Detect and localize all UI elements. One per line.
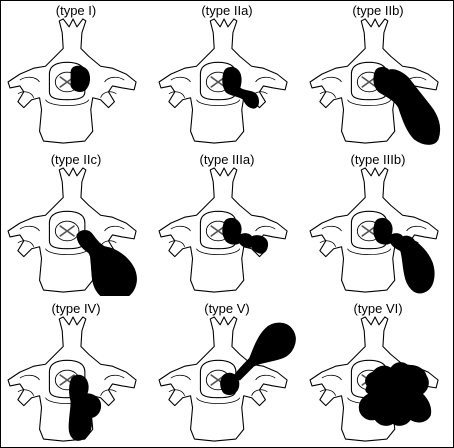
tumor-shape xyxy=(68,374,102,441)
vertebra-diagram xyxy=(305,17,451,147)
vertebra-diagram xyxy=(3,17,149,147)
tumor-shape xyxy=(70,65,91,92)
vertebra-diagram xyxy=(305,166,451,296)
panel-type-vi: (type VI) xyxy=(303,299,453,447)
tumor-shape xyxy=(358,362,432,426)
tumor-shape xyxy=(373,217,435,294)
vertebra-diagram xyxy=(3,315,149,445)
panel-label: (type IIc) xyxy=(50,152,102,167)
panel-label: (type IIIb) xyxy=(350,152,406,167)
panel-label: (type VI) xyxy=(353,301,403,316)
tumor-shape xyxy=(222,66,260,109)
panel-type-iic: (type IIc) xyxy=(1,150,151,298)
panel-label: (type IIIa) xyxy=(199,152,255,167)
panel-label: (type IIa) xyxy=(201,3,253,18)
panel-type-iib: (type IIb) xyxy=(303,1,453,149)
vertebra-diagram xyxy=(154,17,300,147)
vertebra-diagram xyxy=(154,166,300,296)
panel-label: (type IV) xyxy=(51,301,101,316)
panel-label: (type V) xyxy=(204,301,250,316)
tumor-shape xyxy=(76,230,137,296)
panel-type-i: (type I) xyxy=(1,1,151,149)
tumor-shape xyxy=(373,66,441,145)
tumor-shape xyxy=(222,217,269,254)
panel-type-iiib: (type IIIb) xyxy=(303,150,453,298)
panel-type-v: (type V) xyxy=(152,299,302,447)
vertebra-diagram xyxy=(154,315,300,445)
vertebra-outline xyxy=(7,167,137,293)
panel-label: (type I) xyxy=(55,3,97,18)
vertebra-diagram xyxy=(305,315,451,445)
tumor-shape xyxy=(220,322,296,396)
panel-type-iia: (type IIa) xyxy=(152,1,302,149)
panel-type-iiia: (type IIIa) xyxy=(152,150,302,298)
panel-type-iv: (type IV) xyxy=(1,299,151,447)
panel-label: (type IIb) xyxy=(352,3,404,18)
vertebra-diagram xyxy=(3,166,149,296)
